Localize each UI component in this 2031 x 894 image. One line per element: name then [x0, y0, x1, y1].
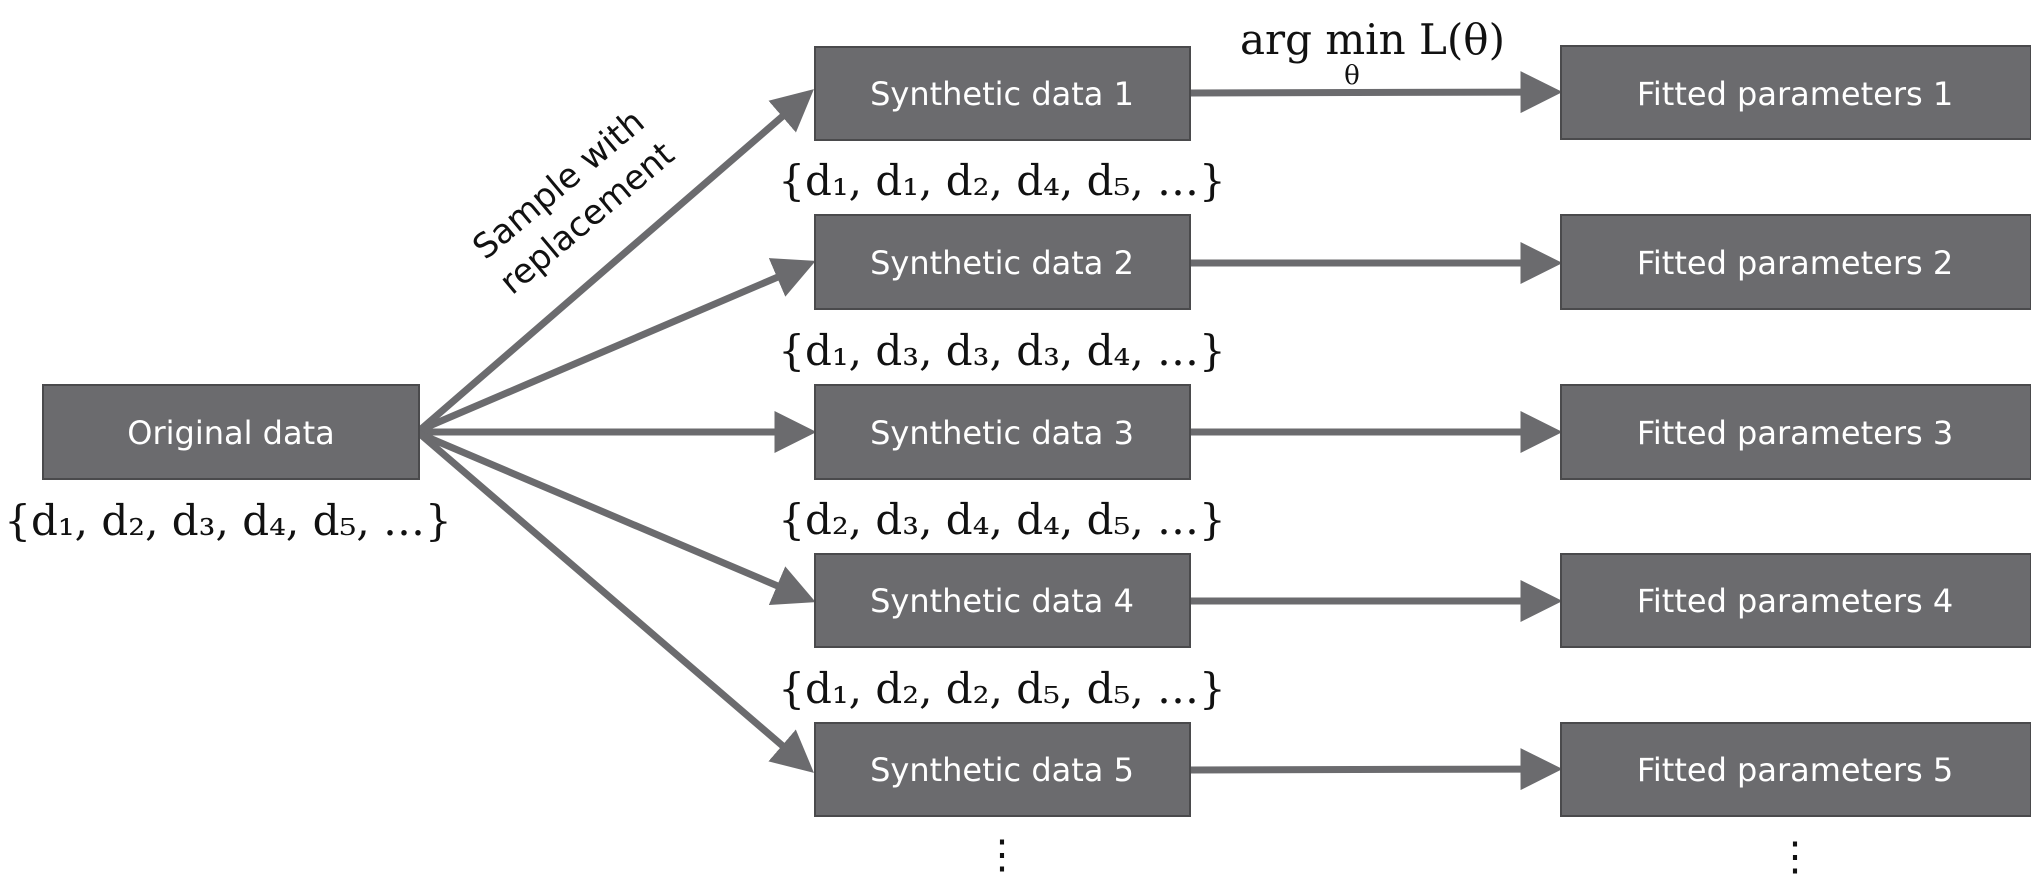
fitted-parameters-node-3: Fitted parameters 3 [1560, 384, 2031, 480]
synthetic-data-set-3: {d₂, d₃, d₄, d₄, d₅, …} [778, 495, 1226, 544]
synthetic-data-node-1: Synthetic data 1 [814, 46, 1191, 141]
fitted-parameters-node-5: Fitted parameters 5 [1560, 722, 2031, 817]
fitted-ellipsis: ⋮ [1775, 834, 1815, 880]
original-data-label: Original data [127, 414, 334, 452]
fitted-parameters-label: Fitted parameters 4 [1637, 582, 1953, 620]
arrow-original-to-synthetic-4 [416, 430, 816, 606]
synthetic-data-node-2: Synthetic data 2 [814, 214, 1191, 310]
synthetic-data-label: Synthetic data 4 [870, 582, 1134, 620]
arrow-original-to-synthetic-2 [416, 258, 816, 434]
synthetic-data-node-4: Synthetic data 4 [814, 553, 1191, 648]
synthetic-data-node-3: Synthetic data 3 [814, 384, 1191, 480]
fitted-parameters-node-2: Fitted parameters 2 [1560, 214, 2031, 310]
fitted-parameters-node-4: Fitted parameters 4 [1560, 553, 2031, 648]
arrow-synthetic-5-to-fitted-5 [1186, 748, 1563, 791]
objective-text: arg min L(θ) [1240, 15, 1505, 64]
fitted-parameters-label: Fitted parameters 3 [1637, 414, 1953, 452]
synthetic-data-node-5: Synthetic data 5 [814, 722, 1191, 817]
original-data-node: Original data [42, 384, 420, 480]
arrow-original-to-synthetic-5 [416, 430, 814, 773]
synthetic-data-set-1: {d₁, d₁, d₂, d₄, d₅, …} [778, 156, 1226, 205]
synthetic-data-set-4: {d₁, d₂, d₂, d₅, d₅, …} [778, 664, 1226, 713]
synthetic-data-label: Synthetic data 1 [870, 75, 1134, 113]
arrow-original-to-synthetic-1 [416, 89, 814, 434]
original-data-set: {d₁, d₂, d₃, d₄, d₅, …} [4, 496, 452, 545]
fitted-parameters-node-1: Fitted parameters 1 [1560, 45, 2031, 140]
sampling-label: Sample with replacement [465, 102, 682, 303]
fitted-parameters-label: Fitted parameters 1 [1637, 75, 1953, 113]
objective-subscript: θ [1344, 61, 1360, 91]
fitted-parameters-label: Fitted parameters 2 [1637, 244, 1953, 282]
synthetic-ellipsis: ⋮ [982, 832, 1022, 878]
synthetic-data-label: Synthetic data 5 [870, 751, 1134, 789]
arrow-synthetic-1-to-fitted-1 [1186, 71, 1563, 114]
synthetic-data-label: Synthetic data 3 [870, 414, 1134, 452]
objective-label: arg min L(θ) θ [1240, 15, 1505, 91]
synthetic-data-set-2: {d₁, d₃, d₃, d₃, d₄, …} [778, 326, 1226, 375]
fitted-parameters-label: Fitted parameters 5 [1637, 751, 1953, 789]
synthetic-data-label: Synthetic data 2 [870, 244, 1134, 282]
